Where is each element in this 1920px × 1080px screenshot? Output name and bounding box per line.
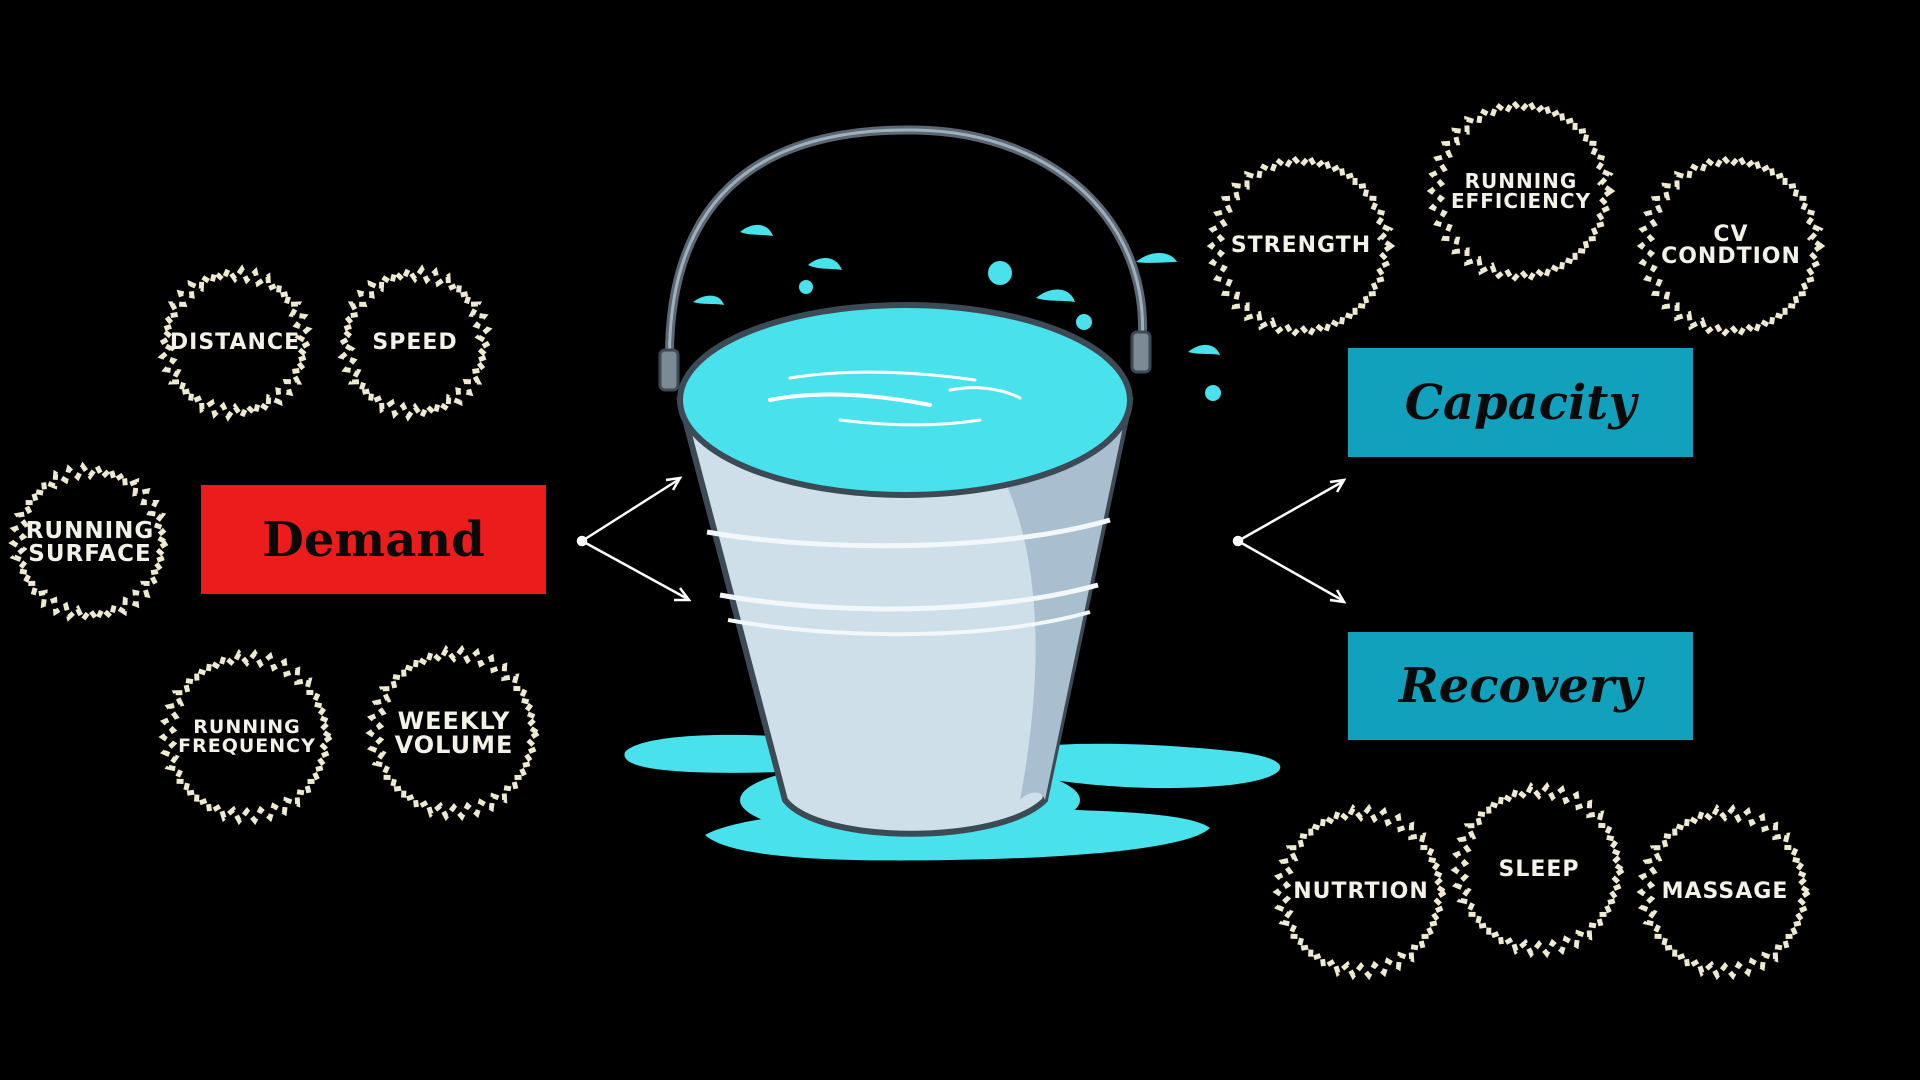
demand-label: Demand <box>262 511 485 568</box>
factor-distance-ring <box>155 264 315 422</box>
capacity-label: Capacity <box>1404 374 1637 431</box>
demand-arrows <box>576 476 692 602</box>
factor-weekly-volume-ring <box>365 644 543 822</box>
recovery-label-box: Recovery <box>1348 632 1693 740</box>
recovery-label: Recovery <box>1398 658 1643 714</box>
factor-rings <box>8 97 1826 981</box>
demand-label-box: Demand <box>201 485 546 594</box>
capacity-label-box: Capacity <box>1348 348 1693 457</box>
factor-speed-ring <box>335 264 495 422</box>
bucket-water <box>677 302 1133 498</box>
factor-massage-ring <box>1636 803 1814 981</box>
factor-running-frequency-ring <box>158 648 336 826</box>
bucket-body <box>676 385 1134 837</box>
water-droplets <box>693 224 1221 401</box>
factor-running-efficiency-ring <box>1426 97 1616 285</box>
factor-strength-ring <box>1206 152 1396 340</box>
factor-nutrition-ring <box>1272 803 1450 981</box>
factor-cv-condition-ring <box>1636 152 1826 340</box>
factor-running-surface-ring <box>8 461 172 625</box>
capacity-recovery-arrows <box>1232 478 1347 604</box>
bucket-handle <box>658 125 1152 392</box>
factor-sleep-ring <box>1450 781 1628 959</box>
